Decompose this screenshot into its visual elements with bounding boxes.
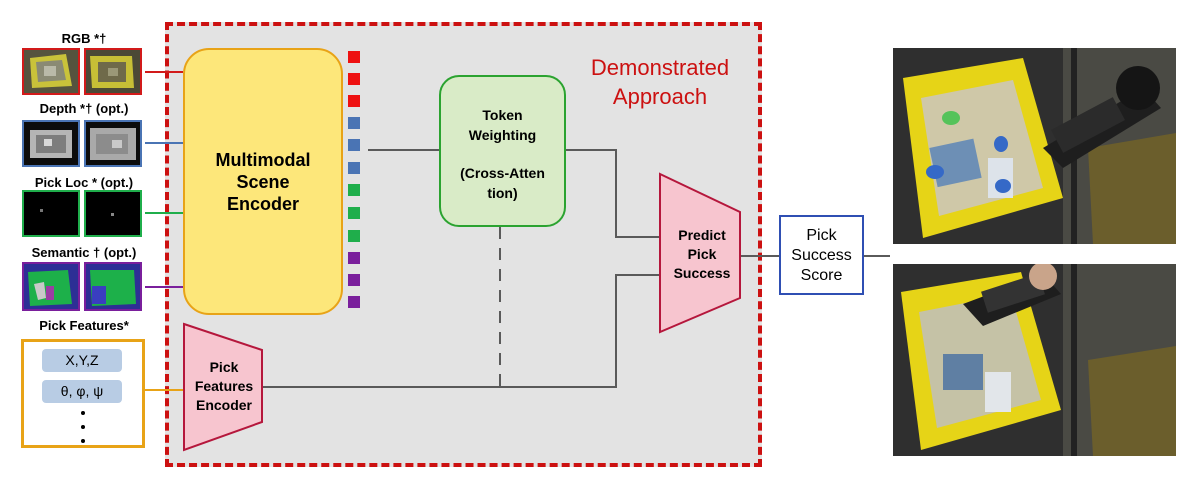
demonstrated-approach-title: Demonstrated Approach xyxy=(560,53,760,111)
encoder-line3: Encoder xyxy=(226,193,300,214)
depth-token xyxy=(348,162,360,174)
region-title-line1: Demonstrated xyxy=(590,55,730,80)
token-line2: Weighting xyxy=(468,127,537,143)
pick-loc-token xyxy=(348,184,360,196)
predict-pick-success-shape xyxy=(659,172,741,334)
pick-loc-token xyxy=(348,230,360,242)
pick-loc-image-1 xyxy=(22,190,80,237)
encoder-line2: Scene xyxy=(236,171,290,192)
rgb-image-1 xyxy=(22,48,80,95)
depth-label: Depth *† (opt.) xyxy=(39,101,129,116)
semantic-label: Semantic † (opt.) xyxy=(31,245,137,260)
predict-pick-success: Predict Pick Success xyxy=(662,226,742,283)
token-line1: Token xyxy=(482,107,523,123)
region-title-line2: Approach xyxy=(612,84,708,109)
multimodal-scene-encoder: Multimodal Scene Encoder xyxy=(183,48,343,315)
pick-features-encoder: Pick Features Encoder xyxy=(184,358,264,415)
pick-features-label: Pick Features* xyxy=(39,318,129,333)
ellipsis-dot xyxy=(81,439,85,443)
robot-pick-photo-1 xyxy=(893,48,1176,244)
pfe-line2: Features xyxy=(194,378,254,394)
rgb-image-2 xyxy=(84,48,142,95)
predict-line1: Predict xyxy=(678,227,726,243)
ellipsis-dot xyxy=(81,411,85,415)
robot-pick-photo-2 xyxy=(893,264,1176,456)
depth-token xyxy=(348,139,360,151)
depth-image-2 xyxy=(84,120,142,167)
pick-loc-image-2 xyxy=(84,190,142,237)
depth-token xyxy=(348,117,360,129)
semantic-token xyxy=(348,252,360,264)
pick-loc-label: Pick Loc * (opt.) xyxy=(34,175,134,190)
xyz-chip: X,Y,Z xyxy=(42,349,122,372)
angles-chip: θ, φ, ψ xyxy=(42,380,122,403)
score-line2: Success xyxy=(791,247,852,264)
pick-loc-token xyxy=(348,207,360,219)
semantic-image-1 xyxy=(22,262,80,311)
pfe-line1: Pick xyxy=(209,359,239,375)
predict-line3: Success xyxy=(673,265,731,281)
rgb-token xyxy=(348,95,360,107)
pfe-line3: Encoder xyxy=(195,397,252,413)
predict-line2: Pick xyxy=(687,246,717,262)
token-weighting-block: Token Weighting (Cross-Atten tion) xyxy=(439,75,566,227)
token-line3: (Cross-Atten xyxy=(460,165,545,181)
semantic-token xyxy=(348,274,360,286)
ellipsis-dot xyxy=(81,425,85,429)
score-line3: Score xyxy=(800,267,843,284)
pick-success-score-box: Pick Success Score xyxy=(779,215,864,295)
rgb-label: RGB *† xyxy=(61,31,107,46)
token-line4: tion) xyxy=(487,185,518,201)
pick-features-encoder-shape xyxy=(183,322,263,452)
rgb-token xyxy=(348,73,360,85)
rgb-token xyxy=(348,51,360,63)
score-line1: Pick xyxy=(806,227,837,244)
semantic-image-2 xyxy=(84,262,142,311)
semantic-token xyxy=(348,296,360,308)
depth-image-1 xyxy=(22,120,80,167)
encoder-line1: Multimodal xyxy=(215,149,311,170)
